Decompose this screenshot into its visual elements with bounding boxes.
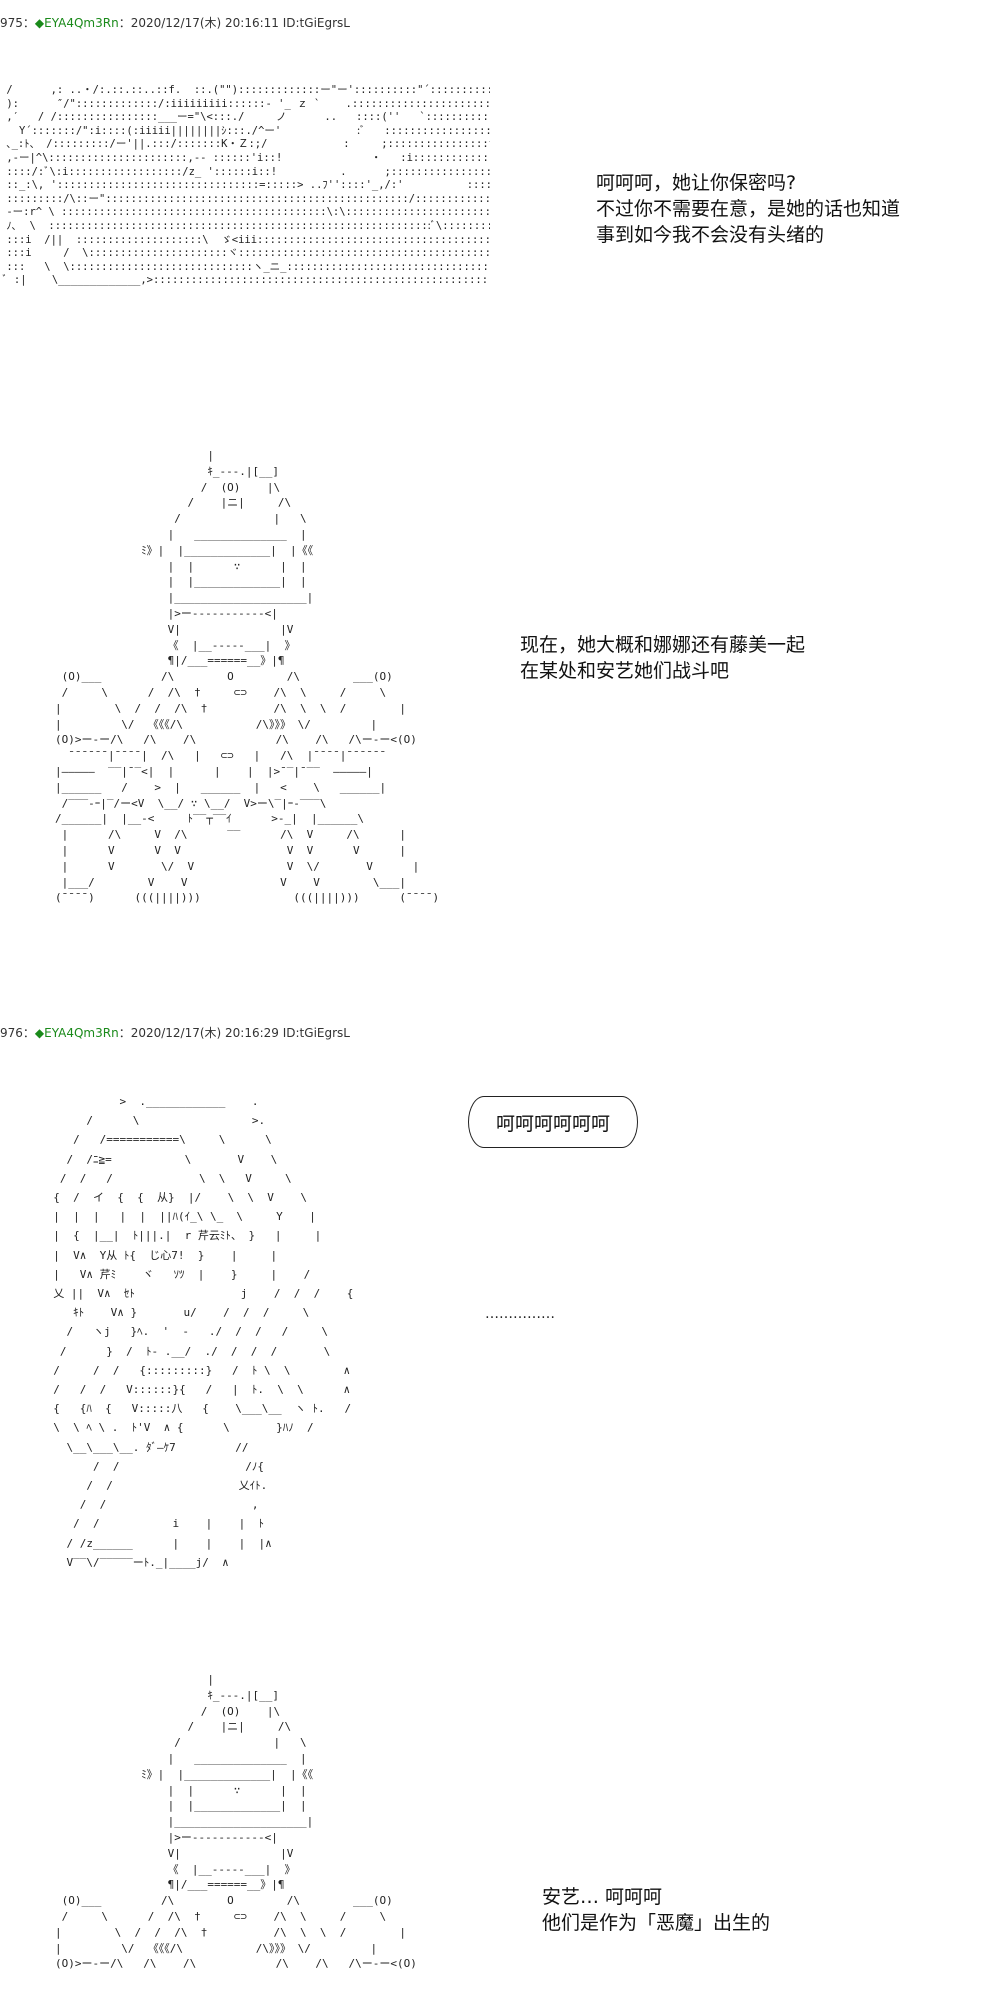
ellipsis-text: …………… [485, 1306, 555, 1322]
dialogue-line: 安艺… 呵呵呵 [542, 1886, 663, 1908]
dialogue-line: 呵呵呵，她让你保密吗? [596, 172, 797, 194]
dialogue-block-4: 安艺… 呵呵呵 他们是作为「恶魔」出生的 [542, 1884, 770, 1936]
dialogue-line: 事到如今我不会没有头绪的 [596, 224, 825, 246]
post-number: 975 [0, 16, 23, 30]
face-closeup-art: / ,: ..・/:.::.::..::f. ::.("")::::::::::… [0, 84, 490, 287]
dialogue-line: 他们是作为「恶魔」出生的 [542, 1912, 771, 1934]
post-number: 976 [0, 1026, 23, 1040]
poster-name[interactable]: ◆EYA4Qm3Rn [34, 16, 119, 30]
post-meta: ：2020/12/17(木) 20:16:29 ID:tGiEgrsL [118, 1026, 350, 1040]
speech-bubble: 呵呵呵呵呵呵 [468, 1096, 638, 1148]
girl-figure-art: > .____________ . / \ >. / /===========\… [53, 1095, 354, 1569]
speech-bubble-text: 呵呵呵呵呵呵 [495, 1112, 610, 1135]
dialogue-line: 不过你不需要在意，是她的话也知道 [596, 198, 901, 220]
post-separator: ： [22, 16, 35, 30]
post-header-976: 976：◆EYA4Qm3Rn：2020/12/17(木) 20:16:29 ID… [0, 1024, 350, 1041]
devil-figure-art: | ｷ_---.|[__] / (O) |\ / |ニ| /\ / | \ | … [55, 449, 440, 905]
dialogue-block-1: 呵呵呵，她让你保密吗? 不过你不需要在意，是她的话也知道 事到如今我不会没有头绪… [596, 170, 900, 248]
dialogue-block-2: 现在，她大概和娜娜还有藤美一起 在某处和安艺她们战斗吧 [520, 632, 805, 684]
post-header-975: 975：◆EYA4Qm3Rn：2020/12/17(木) 20:16:11 ID… [0, 14, 350, 31]
poster-name[interactable]: ◆EYA4Qm3Rn [34, 1026, 119, 1040]
post-separator: ： [22, 1026, 35, 1040]
post-meta: ：2020/12/17(木) 20:16:11 ID:tGiEgrsL [118, 16, 350, 30]
devil-figure-art-2: | ｷ_---.|[__] / (O) |\ / |ニ| /\ / | \ | … [55, 1673, 417, 1971]
dialogue-line: 现在，她大概和娜娜还有藤美一起 [520, 634, 806, 656]
dialogue-line: 在某处和安艺她们战斗吧 [520, 660, 730, 682]
